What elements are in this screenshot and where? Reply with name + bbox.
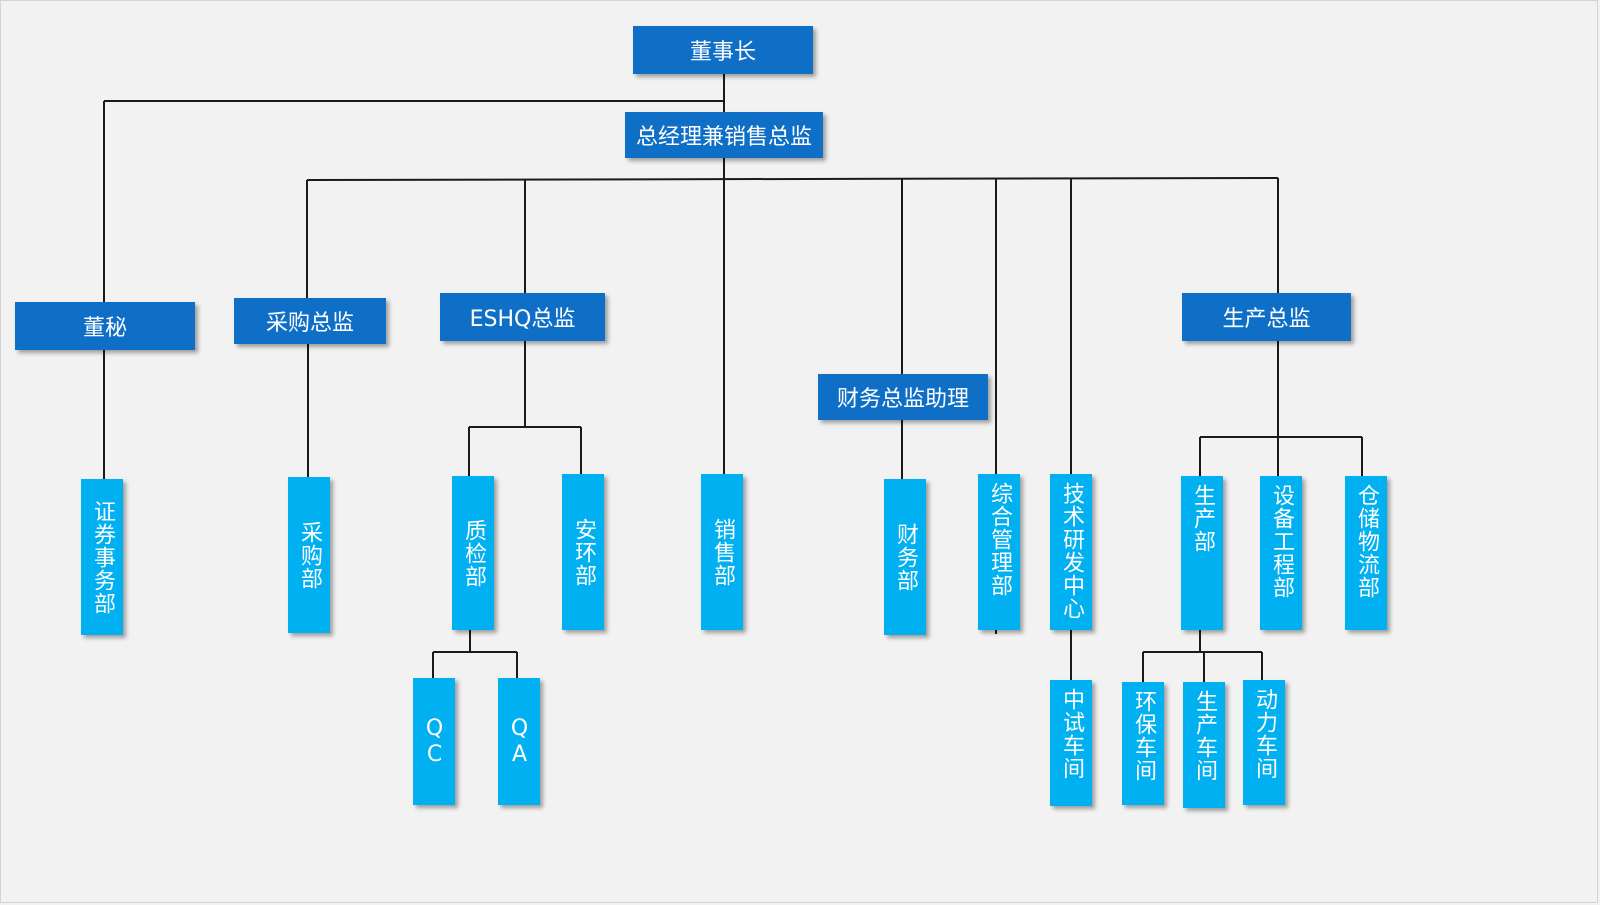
quality-dept-label: 质检部: [461, 518, 486, 588]
securities-dept-label: 证券事务部: [90, 499, 115, 615]
sales-dept-label: 销售部: [710, 517, 735, 587]
board-secretary-label: 董秘: [82, 316, 127, 341]
eshq-director-box: ESHQ总监: [440, 293, 605, 341]
procurement-director-box: 采购总监: [234, 298, 386, 344]
procurement-dept-label: 采购部: [297, 520, 322, 590]
board-secretary-box: 董秘: [15, 302, 195, 350]
env-workshop-box: 环保车间: [1122, 682, 1164, 805]
production-workshop-label: 生产车间: [1192, 690, 1217, 782]
production-dept-box: 生产部: [1181, 476, 1223, 630]
eshq-director-label: ESHQ总监: [469, 307, 576, 332]
quality-dept-box: 质检部: [452, 476, 494, 630]
pilot-workshop-label: 中试车间: [1059, 688, 1084, 780]
env-workshop-label: 环保车间: [1131, 690, 1156, 782]
power-workshop-box: 动力车间: [1243, 680, 1285, 805]
qa-label: QA: [507, 715, 532, 768]
tech-center-label: 技术研发中心: [1059, 482, 1084, 620]
chairman-label: 董事长: [689, 40, 756, 65]
finance-assistant-box: 财务总监助理: [818, 374, 988, 420]
general-mgmt-dept-label: 综合管理部: [987, 482, 1012, 597]
gm-label: 总经理兼销售总监: [635, 125, 812, 150]
equipment-dept-box: 设备工程部: [1260, 476, 1302, 630]
finance-dept-label: 财务部: [893, 522, 918, 592]
procurement-director-label: 采购总监: [265, 311, 354, 336]
logistics-dept-label: 仓储物流部: [1354, 484, 1379, 599]
chairman-box: 董事长: [633, 26, 813, 74]
production-director-label: 生产总监: [1222, 307, 1311, 332]
finance-assistant-label: 财务总监助理: [836, 387, 969, 412]
qa-box: QA: [498, 678, 540, 805]
production-dept-label: 生产部: [1190, 484, 1215, 553]
qc-label: QC: [422, 715, 447, 768]
production-director-box: 生产总监: [1182, 293, 1351, 341]
equipment-dept-label: 设备工程部: [1269, 484, 1294, 599]
gm-box: 总经理兼销售总监: [625, 112, 823, 158]
qc-box: QC: [413, 678, 455, 805]
tech-center-box: 技术研发中心: [1050, 474, 1092, 630]
logistics-dept-box: 仓储物流部: [1345, 476, 1387, 630]
general-mgmt-dept-box: 综合管理部: [978, 474, 1020, 630]
power-workshop-label: 动力车间: [1252, 688, 1277, 780]
safety-env-dept-label: 安环部: [571, 517, 596, 587]
sales-dept-box: 销售部: [701, 474, 743, 630]
pilot-workshop-box: 中试车间: [1050, 680, 1092, 806]
procurement-dept-box: 采购部: [288, 477, 330, 633]
finance-dept-box: 财务部: [884, 479, 926, 635]
securities-dept-box: 证券事务部: [81, 479, 123, 635]
safety-env-dept-box: 安环部: [562, 474, 604, 630]
production-workshop-box: 生产车间: [1183, 682, 1225, 808]
